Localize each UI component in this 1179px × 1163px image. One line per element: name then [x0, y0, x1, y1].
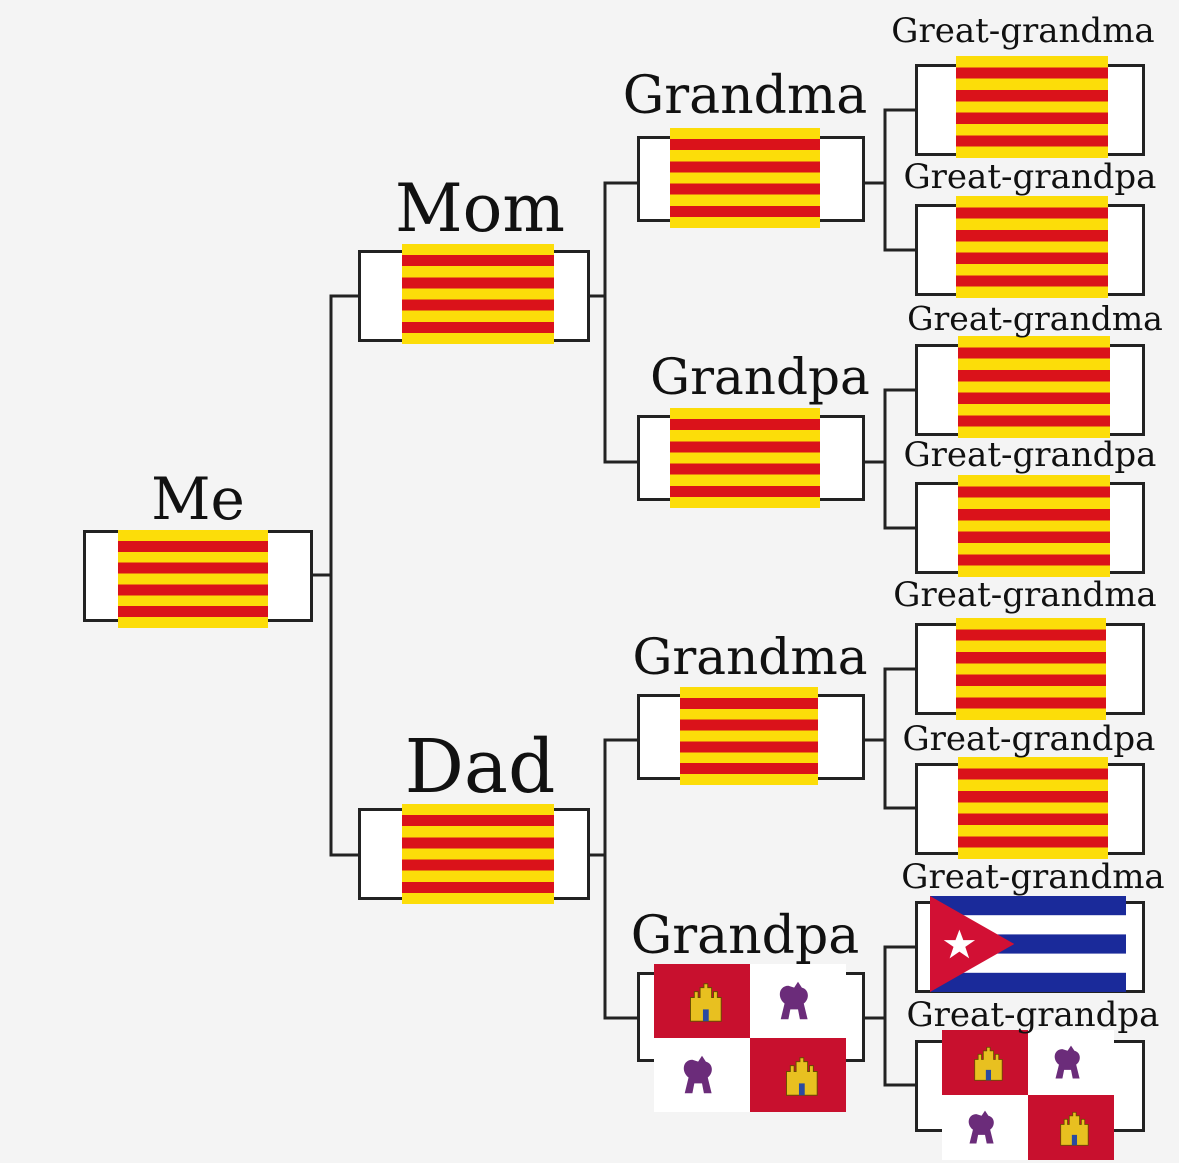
gg6-label: Great-grandpa	[902, 719, 1156, 759]
cuba-flag-icon	[930, 896, 1126, 992]
catalonia-flag-icon	[402, 244, 554, 344]
catalonia-flag-icon	[670, 408, 820, 508]
catalonia-flag-icon	[956, 618, 1106, 720]
dad-grandpa-label: Grandpa	[630, 906, 860, 966]
castile-and-leon-flag-icon	[942, 1030, 1114, 1160]
gg1-label: Great-grandma	[891, 11, 1155, 51]
dad-label: Dad	[404, 724, 556, 810]
mom-grandma-label: Grandma	[622, 66, 868, 126]
catalonia-flag-icon	[956, 196, 1108, 298]
catalonia-flag-icon	[958, 336, 1110, 438]
dad-grandma-label: Grandma	[632, 628, 868, 686]
catalonia-flag-icon	[670, 128, 820, 228]
catalonia-flag-icon	[118, 530, 268, 628]
catalonia-flag-icon	[680, 687, 818, 785]
catalonia-flag-icon	[956, 56, 1108, 158]
gg8-label: Great-grandpa	[906, 995, 1160, 1035]
catalonia-flag-icon	[958, 475, 1110, 577]
gg3-label: Great-grandma	[907, 299, 1163, 338]
mom-grandpa-label: Grandpa	[650, 348, 870, 406]
mom-label: Mom	[395, 170, 565, 247]
gg4-label: Great-grandpa	[903, 435, 1157, 475]
catalonia-flag-icon	[958, 757, 1108, 859]
castile-and-leon-flag-icon	[654, 964, 846, 1112]
gg7-label: Great-grandma	[901, 857, 1165, 897]
me-label: Me	[151, 465, 245, 533]
catalonia-flag-icon	[402, 804, 554, 904]
gg2-label: Great-grandpa	[903, 157, 1157, 197]
gg5-label: Great-grandma	[893, 575, 1157, 615]
